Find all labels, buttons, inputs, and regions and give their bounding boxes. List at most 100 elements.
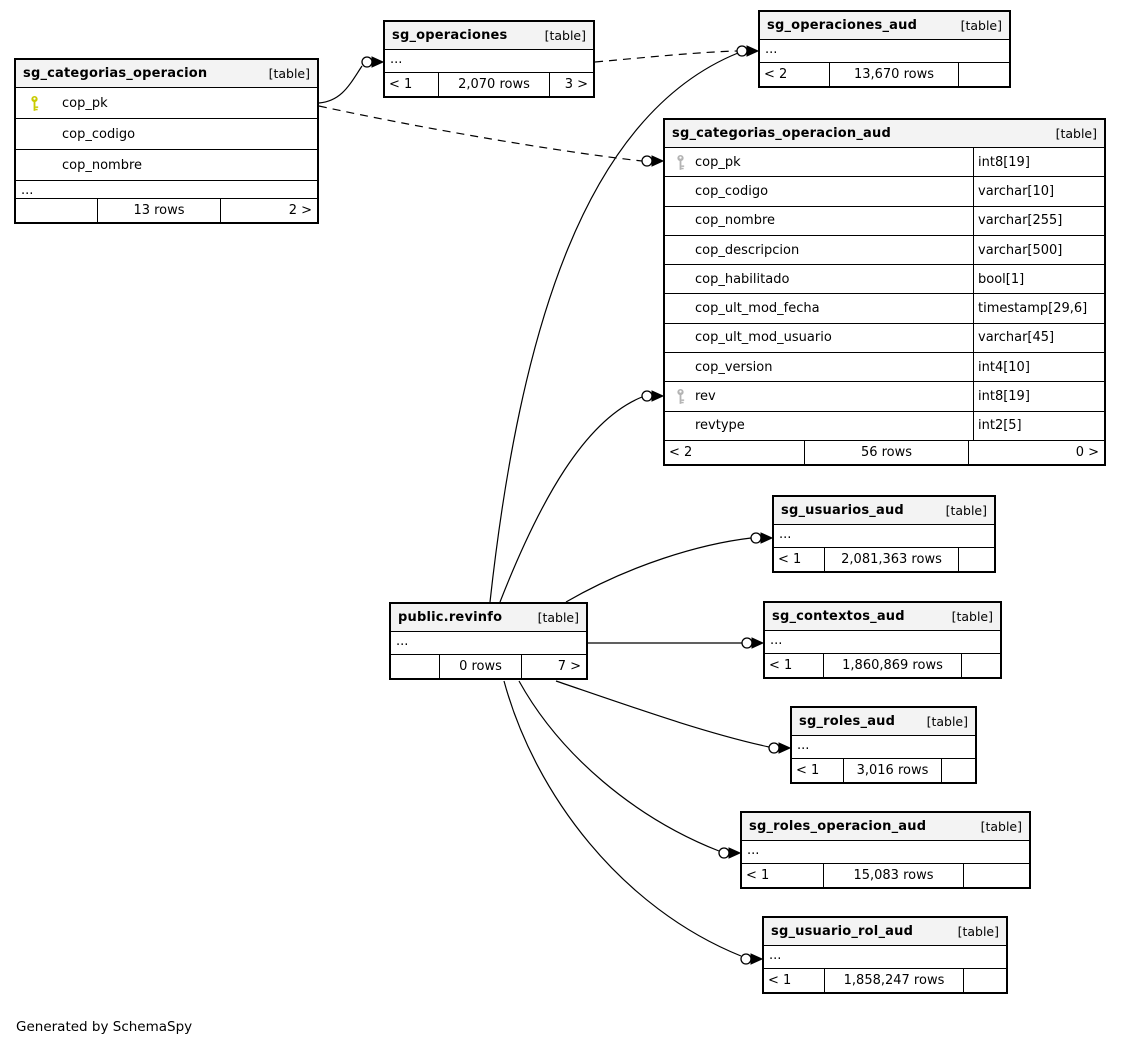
column-row-cop-ult-mod-fecha[interactable]: cop_ult_mod_fecha timestamp[29,6]: [665, 293, 1104, 323]
table-footer: < 2 13,670 rows: [760, 62, 1009, 86]
table-badge: [table]: [945, 503, 987, 518]
footer-next: [961, 654, 1000, 677]
footer-row-count: 13 rows: [133, 203, 185, 218]
column-type: int8[19]: [973, 382, 1104, 411]
footer-row-count: 15,083 rows: [853, 868, 934, 883]
footer-next: 2 >: [220, 199, 317, 222]
column-name: cop_nombre: [695, 213, 776, 229]
column-type: timestamp[29,6]: [973, 294, 1104, 323]
ellipsis-row[interactable]: ...: [760, 39, 1009, 62]
table-header[interactable]: sg_categorias_operacion_aud [table]: [665, 120, 1104, 147]
column-row-cop-nombre[interactable]: cop_nombre: [16, 149, 317, 180]
column-name: cop_pk: [62, 95, 108, 111]
ellipsis-label: ...: [797, 738, 810, 753]
footer-prev: < 2: [760, 63, 830, 86]
footer-row-count: 3,016 rows: [856, 763, 929, 778]
footer-next: 7 >: [521, 655, 586, 678]
table-node-sg-roles-operacion-aud[interactable]: sg_roles_operacion_aud [table] ... < 1 1…: [740, 811, 1031, 889]
table-name: public.revinfo: [398, 610, 503, 625]
footer-row-count: 13,670 rows: [853, 67, 935, 82]
table-node-sg-usuarios-aud[interactable]: sg_usuarios_aud [table] ... < 1 2,081,36…: [772, 495, 996, 573]
table-footer: < 1 15,083 rows: [742, 863, 1029, 887]
table-name: sg_usuario_rol_aud: [771, 924, 914, 939]
column-row-cop-pk[interactable]: cop_pk int8[19]: [665, 147, 1104, 177]
table-header[interactable]: sg_usuarios_aud [table]: [774, 497, 994, 524]
column-row-cop-habilitado[interactable]: cop_habilitado bool[1]: [665, 264, 1104, 294]
column-type: varchar[500]: [973, 235, 1104, 265]
column-row-rev[interactable]: rev int8[19]: [665, 381, 1104, 411]
footer-row-count: 2,070 rows: [458, 77, 530, 92]
table-node-sg-usuario-rol-aud[interactable]: sg_usuario_rol_aud [table] ... < 1 1,858…: [762, 916, 1008, 994]
table-node-sg-categorias-operacion[interactable]: sg_categorias_operacion [table] cop_pk c…: [14, 58, 319, 224]
implied-fk-line-operaciones-operaciones-aud: [594, 50, 738, 63]
column-type: int8[19]: [973, 148, 1104, 177]
fk-line-revinfo-operaciones-aud: [489, 52, 739, 603]
ellipsis-row[interactable]: ...: [792, 735, 975, 758]
footer-row-count: 0 rows: [459, 659, 502, 674]
column-name: cop_pk: [695, 154, 741, 170]
secondary-key-icon: [665, 154, 695, 171]
ellipsis-row[interactable]: ...: [385, 49, 593, 72]
table-badge: [table]: [960, 18, 1002, 33]
footer-next: 3 >: [549, 73, 593, 96]
column-name: revtype: [695, 418, 745, 434]
table-header[interactable]: sg_usuario_rol_aud [table]: [764, 918, 1006, 945]
secondary-key-icon: [665, 388, 695, 405]
ellipsis-row[interactable]: ...: [391, 631, 586, 654]
column-name: cop_habilitado: [695, 271, 790, 287]
column-name: cop_codigo: [695, 183, 769, 199]
footer-row-count: 56 rows: [860, 444, 913, 460]
table-node-sg-operaciones-aud[interactable]: sg_operaciones_aud [table] ... < 2 13,67…: [758, 10, 1011, 88]
column-name: cop_codigo: [62, 126, 136, 142]
table-header[interactable]: sg_roles_operacion_aud [table]: [742, 813, 1029, 840]
footer-next: [941, 759, 975, 782]
table-node-sg-contextos-aud[interactable]: sg_contextos_aud [table] ... < 1 1,860,8…: [763, 601, 1002, 679]
table-badge: [table]: [951, 609, 993, 624]
table-footer: < 1 2,081,363 rows: [774, 547, 994, 571]
column-row-cop-nombre[interactable]: cop_nombre varchar[255]: [665, 205, 1104, 235]
ellipsis-row[interactable]: ...: [774, 524, 994, 547]
column-row-cop-pk[interactable]: cop_pk: [16, 87, 317, 118]
table-header[interactable]: public.revinfo [table]: [391, 604, 586, 631]
footer-prev: < 1: [742, 864, 824, 887]
footer-prev: < 1: [792, 759, 844, 782]
footer-next: 0 >: [968, 440, 1104, 464]
table-footer: 13 rows 2 >: [16, 198, 317, 222]
column-type: varchar[45]: [973, 323, 1104, 353]
ellipsis-row[interactable]: ...: [742, 840, 1029, 863]
column-row-cop-descripcion[interactable]: cop_descripcion varchar[500]: [665, 234, 1104, 265]
column-row-cop-codigo[interactable]: cop_codigo varchar[10]: [665, 176, 1104, 206]
column-type: int4[10]: [973, 353, 1104, 382]
table-node-sg-categorias-operacion-aud[interactable]: sg_categorias_operacion_aud [table] cop_…: [663, 118, 1106, 466]
table-node-public-revinfo[interactable]: public.revinfo [table] ... 0 rows 7 >: [389, 602, 588, 680]
table-badge: [table]: [544, 28, 586, 43]
table-node-sg-operaciones[interactable]: sg_operaciones [table] ... < 1 2,070 row…: [383, 20, 595, 98]
table-footer: < 1 2,070 rows 3 >: [385, 72, 593, 96]
footer-prev: [391, 655, 440, 678]
footer-prev: < 1: [764, 969, 825, 992]
column-row-cop-version[interactable]: cop_version int4[10]: [665, 352, 1104, 382]
table-name: sg_roles_aud: [799, 714, 896, 729]
table-name: sg_operaciones_aud: [767, 18, 918, 33]
table-node-sg-roles-aud[interactable]: sg_roles_aud [table] ... < 1 3,016 rows: [790, 706, 977, 784]
column-name: cop_ult_mod_fecha: [695, 301, 820, 317]
ellipsis-row[interactable]: ...: [765, 630, 1000, 653]
footer-prev: < 2: [665, 440, 805, 464]
table-header[interactable]: sg_operaciones [table]: [385, 22, 593, 49]
table-header[interactable]: sg_contextos_aud [table]: [765, 603, 1000, 630]
column-row-cop-ult-mod-usuario[interactable]: cop_ult_mod_usuario varchar[45]: [665, 322, 1104, 353]
table-header[interactable]: sg_roles_aud [table]: [792, 708, 975, 735]
ellipsis-row[interactable]: ...: [764, 945, 1006, 968]
column-row-cop-codigo[interactable]: cop_codigo: [16, 118, 317, 149]
fk-line-revinfo-roles-aud: [555, 680, 770, 748]
footer-prev: < 1: [765, 654, 824, 677]
table-footer: < 1 1,860,869 rows: [765, 653, 1000, 677]
column-row-revtype[interactable]: revtype int2[5]: [665, 410, 1104, 440]
table-footer: < 1 3,016 rows: [792, 758, 975, 782]
table-header[interactable]: sg_operaciones_aud [table]: [760, 12, 1009, 39]
table-header[interactable]: sg_categorias_operacion [table]: [16, 60, 317, 87]
table-name: sg_usuarios_aud: [781, 503, 904, 518]
ellipsis-row[interactable]: ...: [16, 180, 317, 198]
